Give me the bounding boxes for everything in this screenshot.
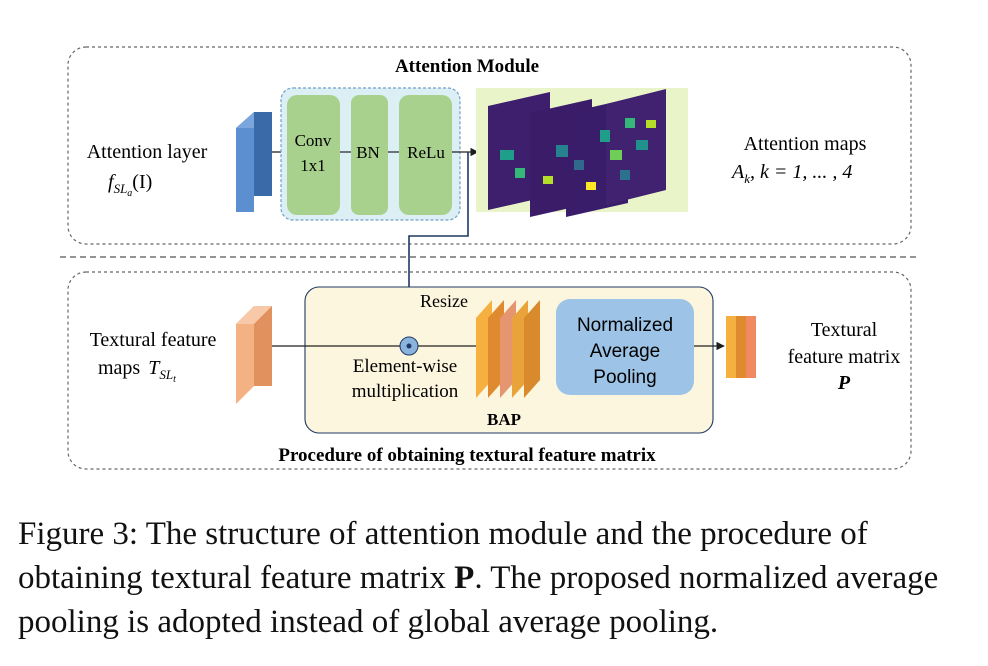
attention-maps-label: Attention maps — [744, 133, 867, 155]
textural-feature-block — [236, 306, 272, 404]
resize-label: Resize — [420, 291, 468, 311]
relu-label: ReLu — [407, 143, 445, 162]
attention-layer-block — [236, 112, 272, 212]
relu-block — [399, 95, 452, 215]
bn-label: BN — [356, 143, 380, 162]
attention-maps-heatmaps — [476, 88, 688, 217]
mult-label-1: Element-wise — [353, 356, 457, 377]
conv-label: Conv — [295, 131, 332, 150]
attention-module-title: Attention Module — [395, 56, 539, 77]
attention-layer-symbol: fSLa(I) — [108, 171, 152, 199]
caption-bold-symbol: P — [454, 560, 475, 596]
feature-matrix-symbol: P — [837, 372, 851, 394]
procedure-box — [67, 271, 912, 470]
bap-label: BAP — [487, 410, 521, 429]
feature-matrix-label-2: feature matrix — [788, 346, 901, 368]
feature-matrix-label-1: Textural — [811, 319, 878, 341]
feature-matrix-stripes — [726, 316, 756, 378]
procedure-title: Procedure of obtaining textural feature … — [278, 445, 656, 466]
bn-block — [351, 95, 388, 215]
pool-label-1: Normalized — [577, 315, 673, 336]
figure-caption: Figure 3: The structure of attention mod… — [18, 512, 973, 644]
attention-module-box — [67, 46, 912, 245]
mult-label-2: multiplication — [352, 381, 459, 402]
pool-label-2: Average — [590, 341, 660, 362]
pool-label-3: Pooling — [593, 367, 656, 388]
caption-text-2: . The proposed normalized average poolin… — [18, 560, 939, 640]
conv-size-label: 1x1 — [300, 156, 326, 175]
conv-block — [287, 95, 340, 215]
attention-layer-label: Attention layer — [87, 141, 208, 163]
attention-maps-symbol: Ak, k = 1, ... , 4 — [730, 161, 852, 186]
pooling-block — [556, 299, 694, 395]
textural-feature-maps-label: Textural feature — [90, 329, 217, 351]
caption-text-1: Figure 3: The structure of attention mod… — [18, 516, 868, 596]
bap-feature-stack — [476, 300, 540, 398]
